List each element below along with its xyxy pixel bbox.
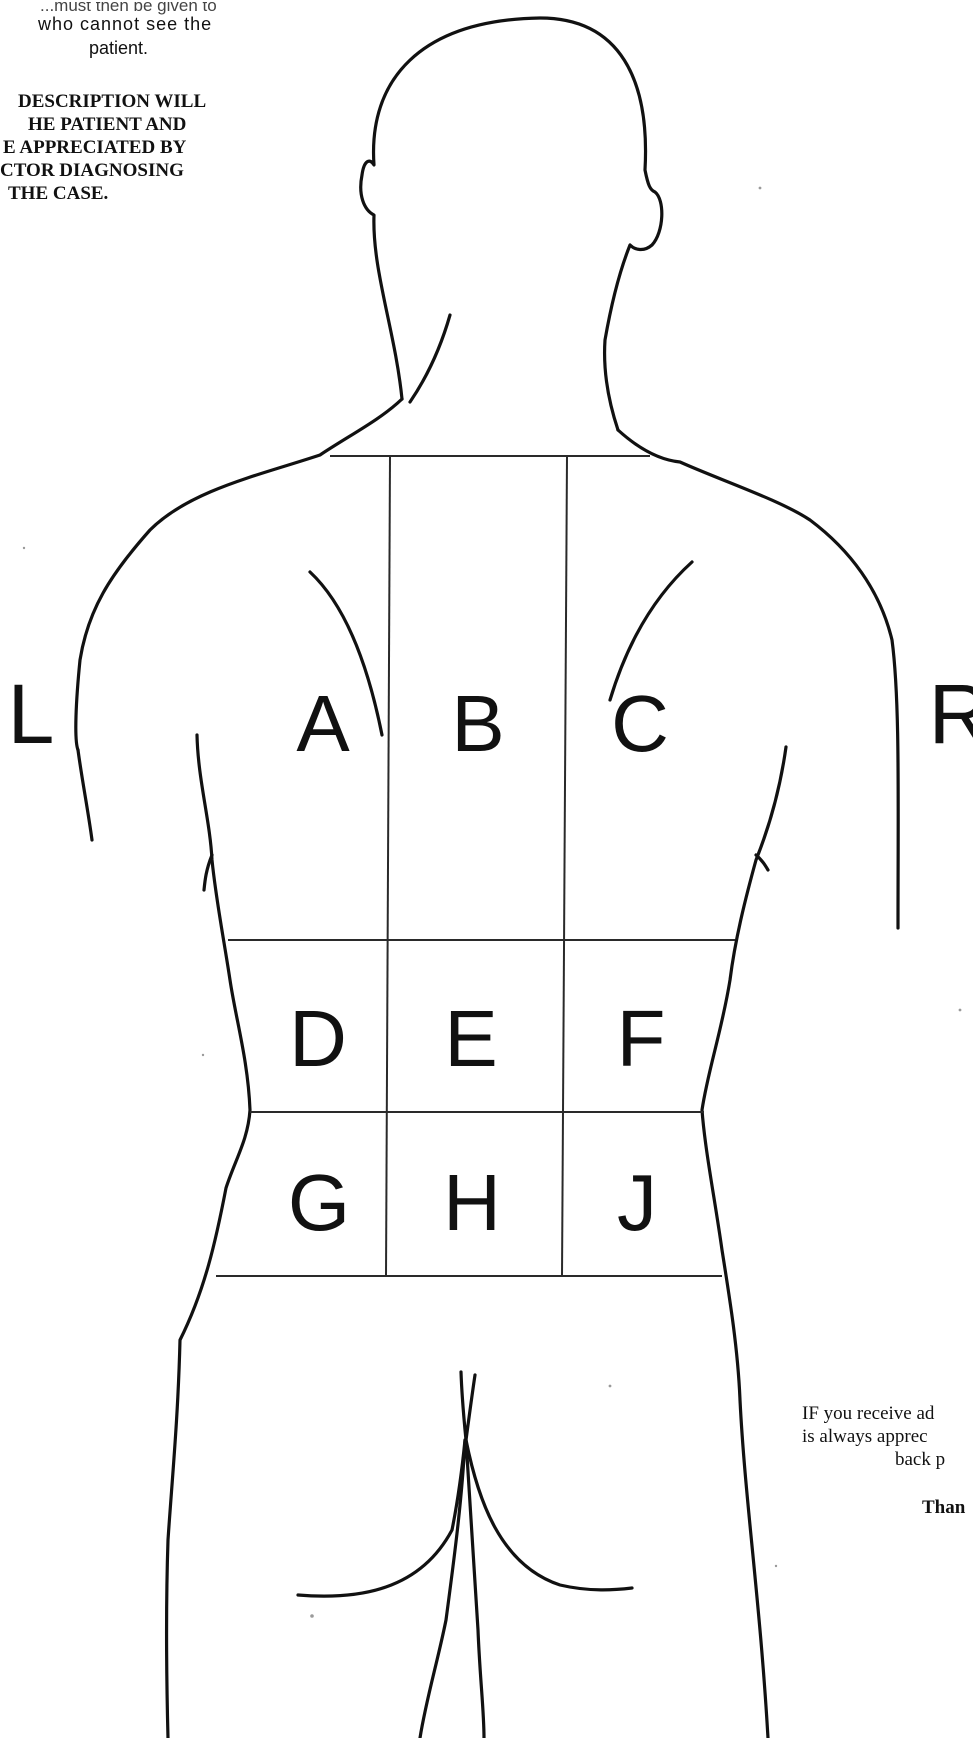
gluteal-cleft-line-right xyxy=(466,1440,484,1738)
region-label-f: F xyxy=(617,994,666,1083)
region-label-d: D xyxy=(289,994,347,1083)
scan-speck xyxy=(202,1054,204,1056)
region-label-e: E xyxy=(444,994,497,1083)
right-buttock-line xyxy=(466,1440,632,1590)
left-buttock-line xyxy=(298,1440,465,1596)
left-neck-line xyxy=(410,315,450,402)
left-arm-outline xyxy=(78,750,92,840)
scan-speck xyxy=(609,1385,612,1388)
region-label-b: B xyxy=(451,679,504,768)
right-arm-tick xyxy=(756,855,768,870)
scan-speck xyxy=(759,187,762,190)
spine-tip-line xyxy=(461,1372,475,1440)
scan-speck xyxy=(775,1565,777,1567)
scan-speck xyxy=(959,1009,962,1012)
left-torso-outline xyxy=(167,735,251,1738)
scan-speck xyxy=(23,547,25,549)
left-shoulder-outline xyxy=(76,399,402,750)
right-side-label: R xyxy=(929,667,973,761)
region-label-j: J xyxy=(617,1158,657,1247)
right-torso-outline xyxy=(702,747,786,1738)
region-label-h: H xyxy=(443,1158,501,1247)
scan-speck xyxy=(310,1614,314,1618)
region-label-g: G xyxy=(288,1158,350,1247)
head-outline xyxy=(361,18,662,430)
left-arm-tick xyxy=(204,855,212,890)
left-side-label: L xyxy=(8,667,55,761)
region-label-c: C xyxy=(611,679,669,768)
grid-vertical-left xyxy=(386,456,390,1276)
grid-vertical-right xyxy=(562,456,567,1276)
region-label-a: A xyxy=(296,679,350,768)
